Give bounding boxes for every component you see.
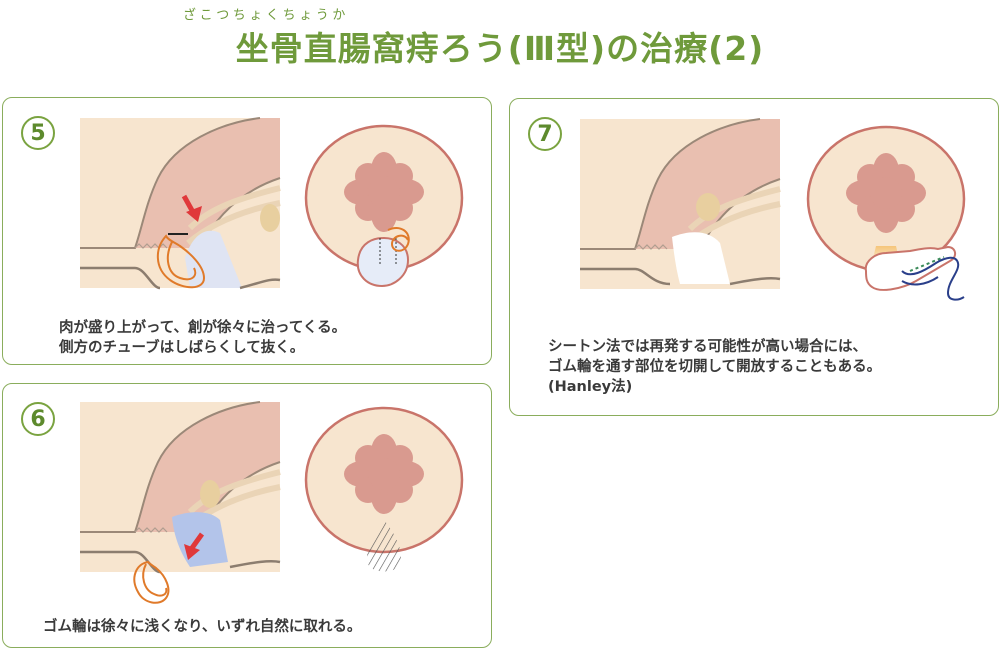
caption-line: ゴム輪は徐々に浅くなり、いずれ自然に取れる。 — [43, 619, 362, 635]
anal-view-illustration — [806, 125, 966, 301]
step-number-badge: 6 — [21, 402, 55, 436]
step-number-badge: 5 — [21, 116, 55, 150]
step-panel-5: 5 — [2, 97, 492, 365]
caption-line: ゴム輪を通す部位を切開して開放することもある。 — [548, 359, 882, 375]
ring-illustration — [133, 560, 170, 604]
anal-view-illustration — [304, 124, 464, 288]
step-panel-6: 6 — [2, 383, 492, 648]
cross-section-illustration — [580, 118, 781, 289]
caption-line: 側方のチューブはしばらくして抜く。 — [59, 340, 305, 356]
cross-section-illustration — [80, 401, 281, 574]
step-caption: シートン法では再発する可能性が高い場合には、 ゴム輪を通す部位を切開して開放する… — [548, 337, 881, 397]
caption-line: 肉が盛り上がって、創が徐々に治ってくる。 — [59, 320, 347, 336]
page-title: 坐骨直腸窩痔ろう(Ⅲ型)の治療(2) — [235, 29, 765, 68]
cross-section-illustration — [80, 117, 281, 290]
anal-view-illustration — [304, 406, 464, 572]
caption-line: シートン法では再発する可能性が高い場合には、 — [548, 339, 867, 355]
step-caption: ゴム輪は徐々に浅くなり、いずれ自然に取れる。 — [43, 617, 361, 637]
step-panel-7: 7 — [509, 98, 999, 416]
step-number-badge: 7 — [528, 117, 562, 151]
page-header: ざこつちょくちょうか 坐骨直腸窩痔ろう(Ⅲ型)の治療(2) — [0, 0, 1000, 90]
title-ruby: ざこつちょくちょうか — [183, 8, 350, 23]
step-caption: 肉が盛り上がって、創が徐々に治ってくる。 側方のチューブはしばらくして抜く。 — [59, 318, 346, 358]
caption-line: (Hanley法) — [548, 379, 633, 395]
